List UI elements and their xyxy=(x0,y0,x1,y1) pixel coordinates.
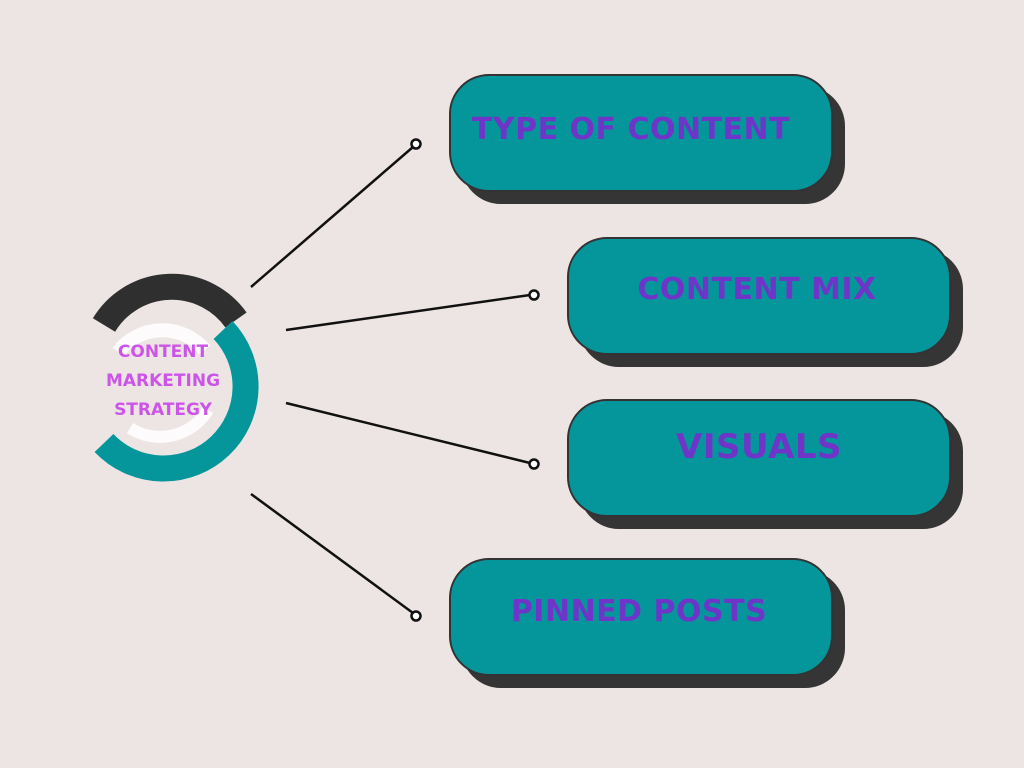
connector-dot-4 xyxy=(410,610,422,622)
ring-dark-arc xyxy=(92,273,247,333)
center-label: CONTENT MARKETING STRATEGY xyxy=(88,338,238,425)
connector-dot-1 xyxy=(410,138,422,150)
connector-dot-2 xyxy=(528,289,540,301)
ring-inner-white-bottom xyxy=(126,406,214,443)
connector-dot-3 xyxy=(528,458,540,470)
box-face: CONTENT MIX xyxy=(567,237,951,355)
center-label-line-3: STRATEGY xyxy=(114,400,212,420)
center-label-line-1: CONTENT xyxy=(117,342,209,362)
ring-teal-arc xyxy=(94,321,259,482)
box-pinned-posts: PINNED POSTS xyxy=(449,558,845,688)
box-label: PINNED POSTS xyxy=(510,594,768,629)
box-label: CONTENT MIX xyxy=(637,272,877,307)
connector-line-4 xyxy=(250,492,414,615)
connector-line-2 xyxy=(285,293,531,332)
box-label: VISUALS xyxy=(676,427,842,467)
box-face: PINNED POSTS xyxy=(449,558,833,676)
box-face: TYPE OF CONTENT xyxy=(449,74,833,192)
ring-inner-white xyxy=(112,323,211,357)
box-label: TYPE OF CONTENT xyxy=(471,112,791,147)
connector-line-3 xyxy=(285,401,531,465)
connectors xyxy=(250,138,540,622)
box-face: VISUALS xyxy=(567,399,951,517)
center-ring xyxy=(92,273,259,482)
center-label-line-2: MARKETING xyxy=(105,371,221,391)
box-visuals: VISUALS xyxy=(567,399,963,529)
box-type-of-content: TYPE OF CONTENT xyxy=(449,74,845,204)
box-content-mix: CONTENT MIX xyxy=(567,237,963,367)
connector-line-1 xyxy=(250,146,414,288)
